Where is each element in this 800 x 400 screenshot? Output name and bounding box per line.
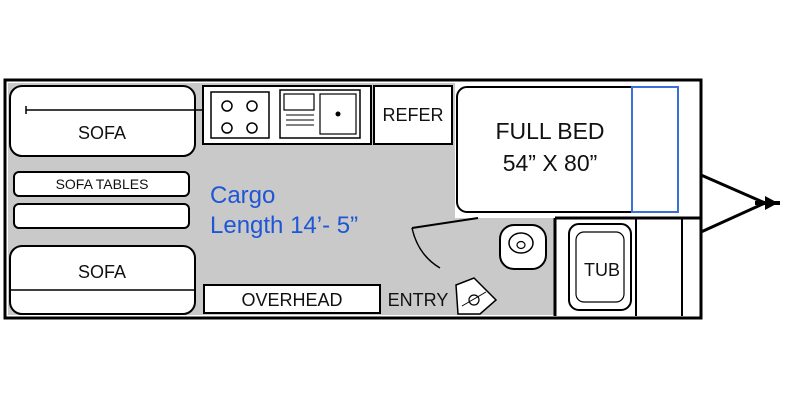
trailer-hitch bbox=[700, 173, 780, 234]
outer-wall bbox=[3, 78, 703, 320]
toilet-icon bbox=[499, 224, 547, 270]
full-bed: FULL BED 54” X 80” bbox=[456, 86, 679, 213]
overhead-label: OVERHEAD bbox=[241, 290, 342, 310]
sofa-tables-label: SOFA TABLES bbox=[56, 176, 149, 192]
bath-door bbox=[411, 217, 479, 269]
sofa-bottom: SOFA bbox=[9, 245, 196, 315]
cooktop-icon bbox=[210, 91, 270, 139]
cargo-length-label: Length 14’- 5” bbox=[210, 212, 358, 239]
tub: TUB bbox=[568, 223, 632, 311]
refrigerator: REFER bbox=[373, 85, 453, 145]
sofa-top: SOFA bbox=[9, 85, 205, 157]
full-bed-label: FULL BED bbox=[495, 118, 604, 144]
sofa-top-label: SOFA bbox=[78, 123, 126, 143]
entry-label: ENTRY bbox=[388, 290, 449, 310]
refer-label: REFER bbox=[382, 105, 443, 125]
entry-step-icon bbox=[455, 277, 498, 315]
cargo-label: Cargo bbox=[210, 182, 275, 209]
sofa-bottom-label: SOFA bbox=[78, 262, 126, 282]
tub-label: TUB bbox=[584, 260, 620, 280]
full-bed-size-label: 54” X 80” bbox=[503, 150, 598, 176]
kitchen-counter bbox=[202, 85, 372, 145]
sink-icon bbox=[279, 89, 361, 139]
sofa-tables: SOFA TABLES bbox=[13, 171, 190, 229]
overhead-cabinet: OVERHEAD bbox=[203, 284, 381, 314]
